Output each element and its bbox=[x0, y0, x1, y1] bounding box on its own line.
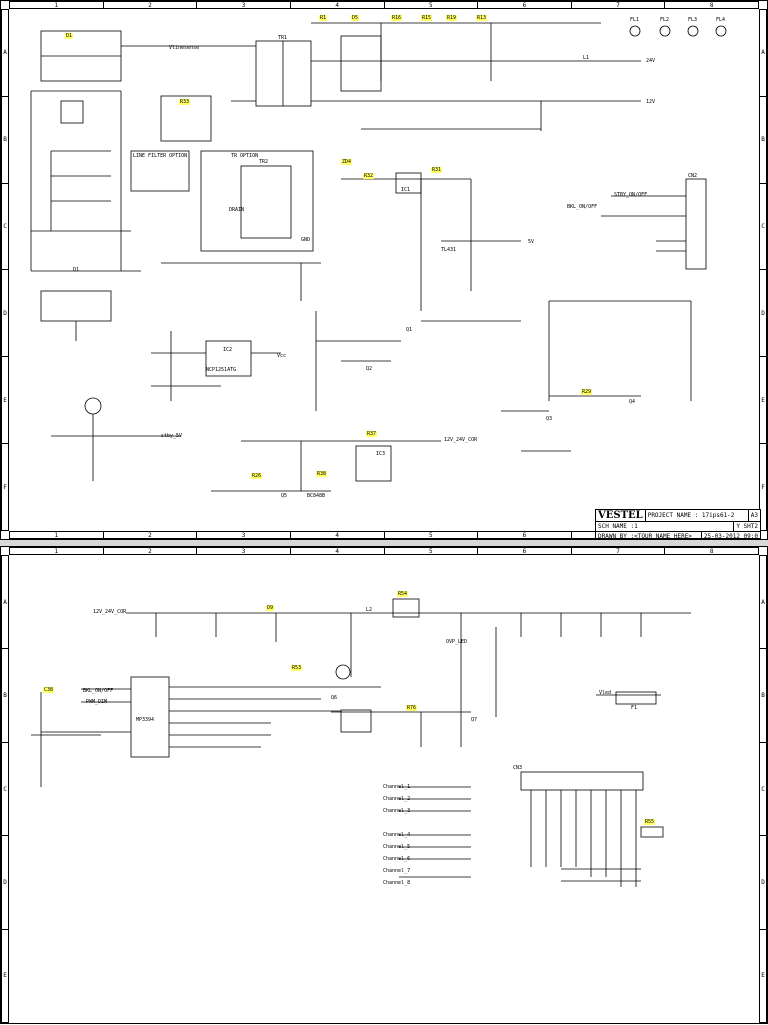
channel-label: Channel_4 bbox=[383, 832, 411, 838]
component-fl4: FL4 bbox=[716, 17, 726, 23]
title-block: VESTEL PROJECT NAME : 17ips61-2 A3 SCH N… bbox=[595, 509, 761, 541]
component-fl1: FL1 bbox=[630, 17, 640, 23]
component-ref: R53 bbox=[291, 665, 303, 671]
component-q1: Q1 bbox=[406, 327, 413, 333]
channel-label: Channel_3 bbox=[383, 808, 411, 814]
schematic-name: SCH NAME :1 bbox=[596, 522, 735, 531]
component-ref: R15 bbox=[421, 15, 433, 21]
component-fl3: FL3 bbox=[688, 17, 698, 23]
net-label-tr2: TR2 bbox=[259, 159, 269, 165]
net-label-24v: 24V bbox=[646, 58, 656, 64]
component-d1: D1 bbox=[73, 267, 80, 273]
net-label-pwm-dim: PWM_DIM bbox=[86, 699, 108, 705]
component-bc848b: BC848B bbox=[307, 493, 326, 499]
component-q2: Q2 bbox=[366, 366, 373, 372]
tr-option-title: TR OPTION bbox=[231, 153, 259, 159]
component-ref: R1 bbox=[319, 15, 328, 21]
net-label-drain: DRAIN bbox=[229, 207, 245, 213]
channel-label: Channel_8 bbox=[383, 880, 411, 886]
component-f1: F1 bbox=[631, 705, 638, 711]
component-ref: R13 bbox=[476, 15, 488, 21]
component-ic1: IC1 bbox=[401, 187, 411, 193]
component-ref: D5 bbox=[351, 15, 360, 21]
component-ref: R16 bbox=[391, 15, 403, 21]
component-q3: Q3 bbox=[546, 416, 553, 422]
component-mp3394: MP3394 bbox=[136, 717, 155, 723]
net-label-5v: 5V bbox=[528, 239, 535, 245]
project-name: PROJECT NAME : 17ips61-2 bbox=[646, 510, 749, 521]
component-ref: R76 bbox=[406, 705, 418, 711]
component-ref: R33 bbox=[179, 99, 191, 105]
component-ref: R55 bbox=[644, 819, 656, 825]
component-ref: R38 bbox=[316, 471, 328, 477]
component-ref: R32 bbox=[363, 173, 375, 179]
net-label-vled: Vled bbox=[599, 690, 612, 696]
bottom-circuit-wires bbox=[31, 598, 691, 887]
net-label-vcc: Vcc bbox=[277, 353, 287, 359]
net-label-ovp-led: OVP_LED bbox=[446, 639, 468, 645]
net-label-bkl-onoff: BKL_ON/OFF bbox=[567, 204, 598, 210]
net-label-cn2: CN2 bbox=[688, 173, 698, 179]
component-l1: L1 bbox=[583, 55, 590, 61]
component-q6: Q6 bbox=[331, 695, 338, 701]
schematic-sheet-top: 12 34 56 78 12 34 56 78 AB CD EF AB CD E… bbox=[0, 0, 768, 541]
component-ref: ZD4 bbox=[341, 159, 353, 165]
component-ref: D1 bbox=[65, 33, 74, 39]
component-fl2: FL2 bbox=[660, 17, 670, 23]
channel-label: Channel_7 bbox=[383, 868, 411, 874]
net-label-stby-5v: stby_5V bbox=[161, 433, 183, 439]
component-cn3: CN3 bbox=[513, 765, 523, 771]
component-ncp1251: NCP1251ATG bbox=[206, 367, 237, 373]
channel-label: Channel_1 bbox=[383, 784, 411, 790]
net-label-stby-onoff: STBY_ON/OFF bbox=[614, 192, 648, 198]
component-l2: L2 bbox=[366, 607, 373, 613]
component-q4: Q4 bbox=[629, 399, 636, 405]
component-ic3: IC3 bbox=[376, 451, 386, 457]
net-label-12v-24v-cor: 12V_24V_COR bbox=[93, 609, 127, 615]
net-label-gnd: GND bbox=[301, 237, 311, 243]
component-ref: R31 bbox=[431, 167, 443, 173]
component-q5: Q5 bbox=[281, 493, 288, 499]
component-ic2: IC2 bbox=[223, 347, 233, 353]
component-q7: Q7 bbox=[471, 717, 478, 723]
component-ref: D9 bbox=[266, 605, 275, 611]
net-label-bkl-onoff: BKL_ON/OFF bbox=[83, 688, 114, 694]
component-tl431: TL431 bbox=[441, 247, 457, 253]
net-label-vlinesense: Vlinesense bbox=[169, 45, 200, 51]
top-circuit-wires bbox=[30, 22, 727, 492]
net-label-12v: 12V bbox=[646, 99, 656, 105]
brand-logo: VESTEL bbox=[596, 510, 646, 521]
channel-label: Channel_2 bbox=[383, 796, 411, 802]
channel-label: Channel_5 bbox=[383, 844, 411, 850]
component-ref: R29 bbox=[581, 389, 593, 395]
net-label-12v-24v-cor: 12V_24V_COR bbox=[444, 437, 478, 443]
component-ref: R37 bbox=[366, 431, 378, 437]
component-ref: R54 bbox=[397, 591, 409, 597]
component-ref: R19 bbox=[446, 15, 458, 21]
drawing-date: 25-03-2012_09:0 bbox=[703, 533, 758, 540]
channel-label: Channel_6 bbox=[383, 856, 411, 862]
component-ref: C38 bbox=[43, 687, 55, 693]
sheet-size: A3 bbox=[750, 512, 758, 519]
page-divider bbox=[0, 540, 768, 546]
component-ref: R26 bbox=[251, 473, 263, 479]
sheet-number: Y SHT2 bbox=[736, 523, 758, 530]
line-filter-title: LINE FILTER OPTION bbox=[133, 153, 188, 159]
drawn-by: DRAWN BY :<TOUR NAME HERE> bbox=[596, 532, 702, 541]
net-label-tr1: TR1 bbox=[278, 35, 288, 41]
